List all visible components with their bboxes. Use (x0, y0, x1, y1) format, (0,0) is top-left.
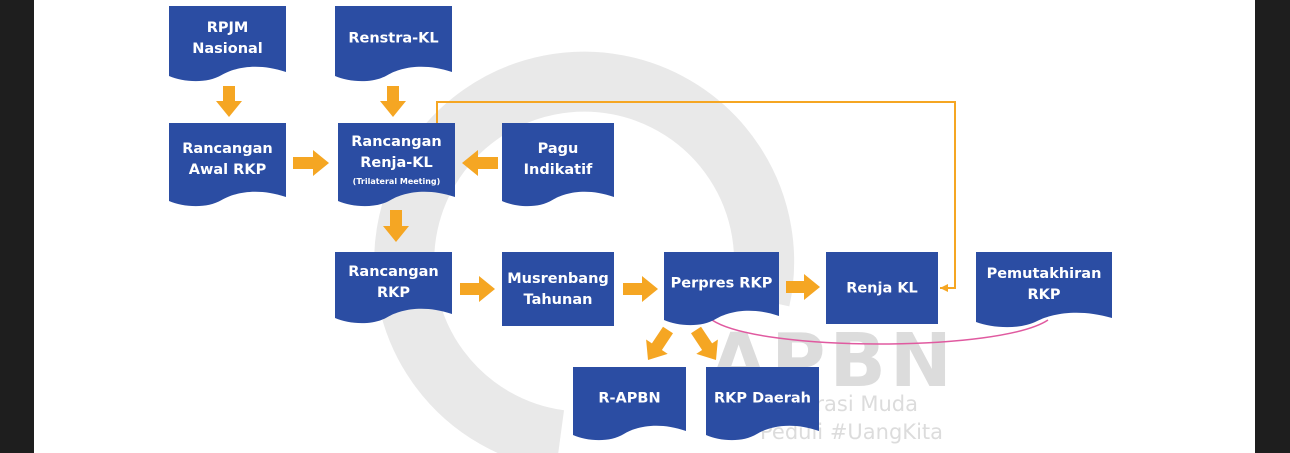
node-renja-kl: Renja KL (826, 252, 938, 324)
node-shape (338, 123, 455, 207)
update-curve (711, 319, 1049, 345)
arrow-perpres-to-rkp-daerah (691, 326, 718, 360)
node-perpres: Perpres RKP (664, 252, 779, 326)
node-rkp-daerah: RKP Daerah (706, 367, 819, 441)
arrow-rpjm-to-awal-rkp (216, 86, 242, 117)
feedback-line-renja-to-draft (436, 101, 956, 289)
node-renstra: Renstra-KL (335, 6, 452, 82)
arrow-perpres-to-rapbn (646, 326, 673, 360)
arrow-awal-rkp-to-renja-draft (293, 150, 329, 176)
node-shape (169, 6, 286, 82)
watermark-logo-arc (374, 51, 795, 453)
node-shape (502, 252, 614, 326)
node-shape (335, 252, 452, 324)
node-shape (976, 252, 1112, 328)
node-shape (664, 252, 779, 326)
node-shape (335, 6, 452, 82)
node-shape (826, 252, 938, 324)
feedback-arrowhead (940, 284, 948, 292)
arrow-perpres-to-renja-kl (786, 274, 820, 300)
arrow-renstra-to-renja-draft (380, 86, 406, 117)
node-shape (502, 123, 614, 207)
arrow-renja-draft-to-rancangan-rkp (383, 210, 409, 242)
node-shape (573, 367, 686, 441)
node-shape (169, 123, 286, 207)
node-rapbn: R-APBN (573, 367, 686, 441)
arrow-musrenbang-to-perpres (623, 276, 658, 302)
arrow-rancangan-rkp-to-musrenbang (460, 276, 495, 302)
arrow-pagu-to-renja-draft (462, 150, 498, 176)
node-shape (706, 367, 819, 441)
node-note: (Trilateral Meeting) (353, 177, 441, 186)
